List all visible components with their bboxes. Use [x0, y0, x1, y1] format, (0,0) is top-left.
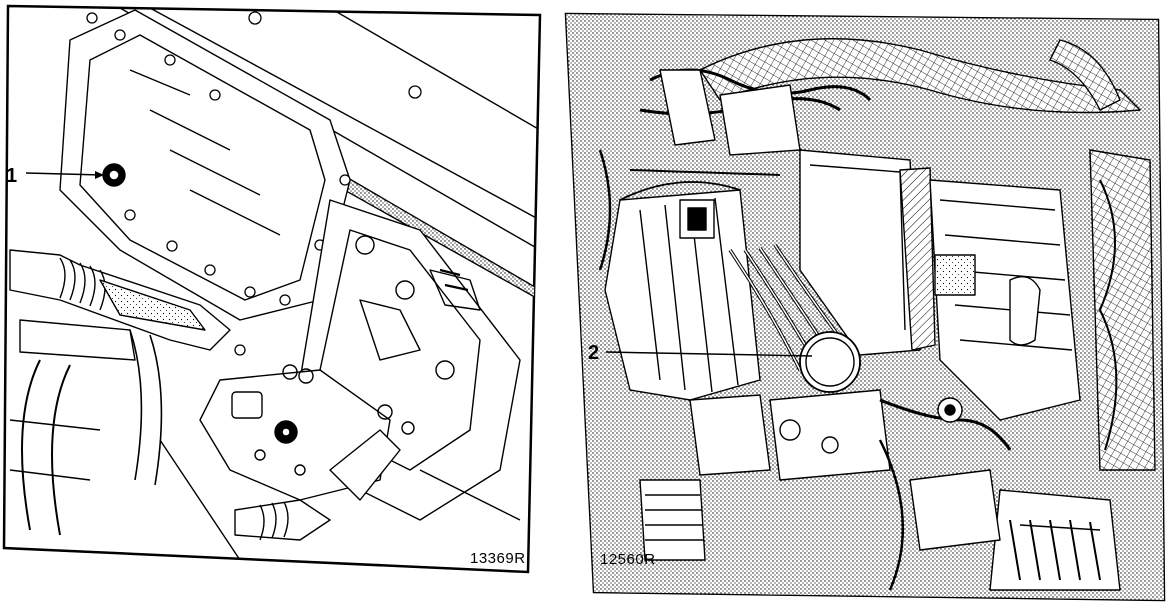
callout-number-2: 2 — [588, 342, 599, 364]
callout-line-2 — [605, 351, 813, 357]
figure-code-left: 13369R — [470, 550, 526, 567]
filler-cap — [799, 331, 861, 393]
figure-code-right: 12560R — [600, 551, 656, 568]
figure-left: 1 13369R — [2, 4, 542, 574]
figure-right: 2 12560R — [564, 12, 1166, 602]
callout-line-1 — [25, 172, 103, 176]
callout-number-1: 1 — [6, 165, 17, 187]
